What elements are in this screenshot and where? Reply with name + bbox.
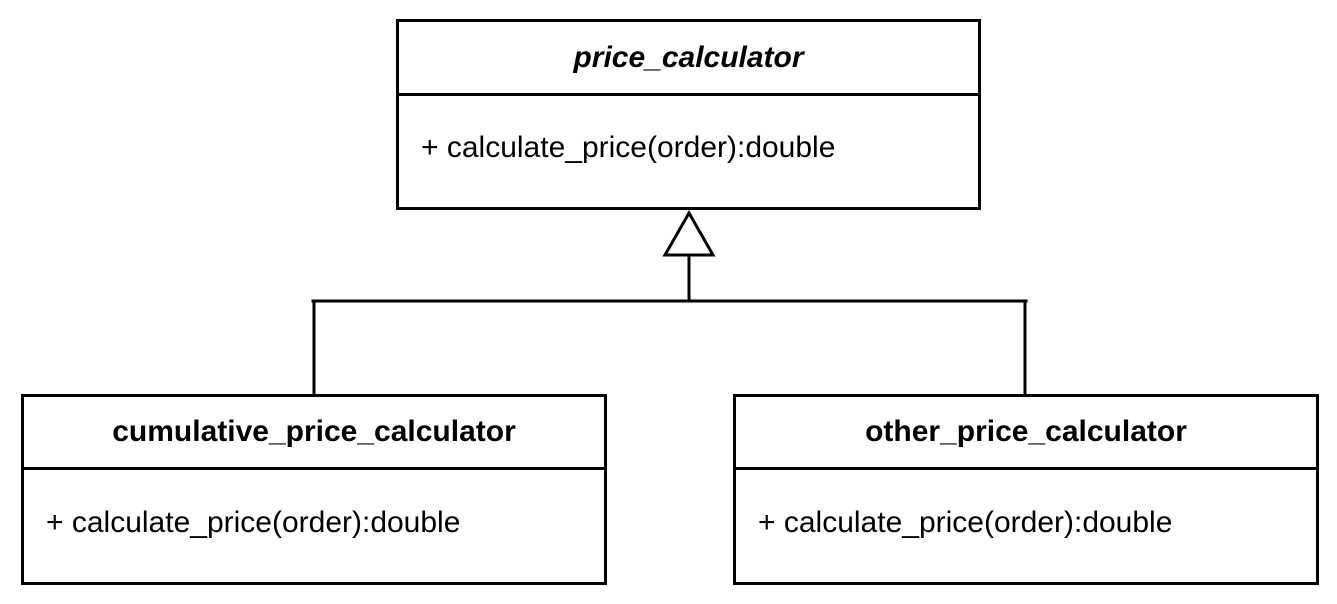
class-box-other-price-calculator: other_price_calculator + calculate_price… [733,394,1319,585]
class-name: other_price_calculator [736,397,1316,470]
class-name: price_calculator [399,22,978,96]
class-box-price-calculator: price_calculator + calculate_price(order… [396,19,981,210]
generalization-arrowhead-icon [662,209,716,257]
class-operation: + calculate_price(order):double [758,506,1173,539]
class-box-cumulative-price-calculator: cumulative_price_calculator + calculate_… [21,394,607,585]
class-operation: + calculate_price(order):double [421,130,836,164]
class-operation: + calculate_price(order):double [46,506,461,539]
class-name: cumulative_price_calculator [24,397,604,470]
